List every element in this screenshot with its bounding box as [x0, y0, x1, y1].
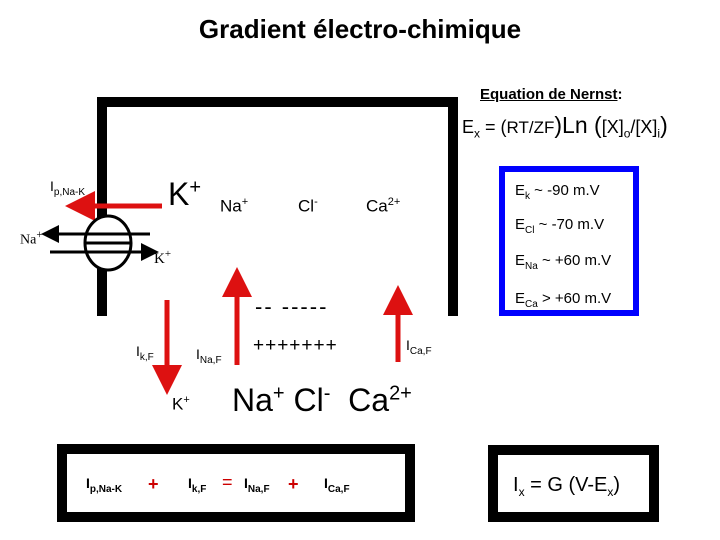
balance-ip: Ip,Na-K: [86, 475, 123, 495]
page-title: Gradient électro-chimique: [198, 14, 522, 44]
potential-cl: ECl ~ -70 m.V: [515, 216, 605, 236]
balance-plus-1: +: [148, 474, 159, 494]
ion-k-pumped-in: K+: [154, 248, 172, 267]
ion-cl-intracellular: Cl-: [298, 196, 318, 216]
current-balance-box: [57, 444, 415, 522]
ion-na-pumped-out: Na+: [20, 228, 43, 248]
ion-na-intracellular: Na+: [220, 196, 249, 216]
current-label-ina: INa,F: [196, 346, 222, 366]
membrane-negative-charges: -- -----: [255, 294, 329, 319]
nernst-label: Equation de Nernst:: [480, 86, 623, 103]
current-label-ica: ICa,F: [406, 337, 432, 357]
balance-ina: INa,F: [244, 475, 270, 495]
ohm-law-equation: Ix = G (V-Ex): [513, 474, 621, 499]
balance-ica: ICa,F: [324, 475, 350, 495]
potential-k: Ek ~ -90 m.V: [515, 182, 600, 202]
balance-plus-2: +: [288, 474, 299, 494]
ion-k-extracellular: K+: [172, 394, 190, 414]
ion-k-intracellular: K+: [168, 176, 202, 212]
equilibrium-potentials-box: Ek ~ -90 m.V ECl ~ -70 m.V ENa ~ +60 m.V…: [499, 166, 639, 316]
balance-ik: Ik,F: [188, 475, 207, 495]
membrane-positive-charges: +++++++: [253, 335, 338, 356]
nernst-equation: Ex = (RT/ZF)Ln ([X]o/[X]i): [462, 112, 668, 141]
ion-ca-intracellular: Ca2+: [366, 196, 401, 216]
ion-group-extracellular: Na+ Cl- Ca2+: [232, 382, 412, 418]
current-label-ik: Ik,F: [136, 343, 154, 363]
ohm-law-box: [488, 445, 659, 522]
potential-ca: ECa > +60 m.V: [515, 290, 612, 310]
potential-na: ENa ~ +60 m.V: [515, 252, 612, 272]
balance-equals: =: [222, 472, 233, 492]
